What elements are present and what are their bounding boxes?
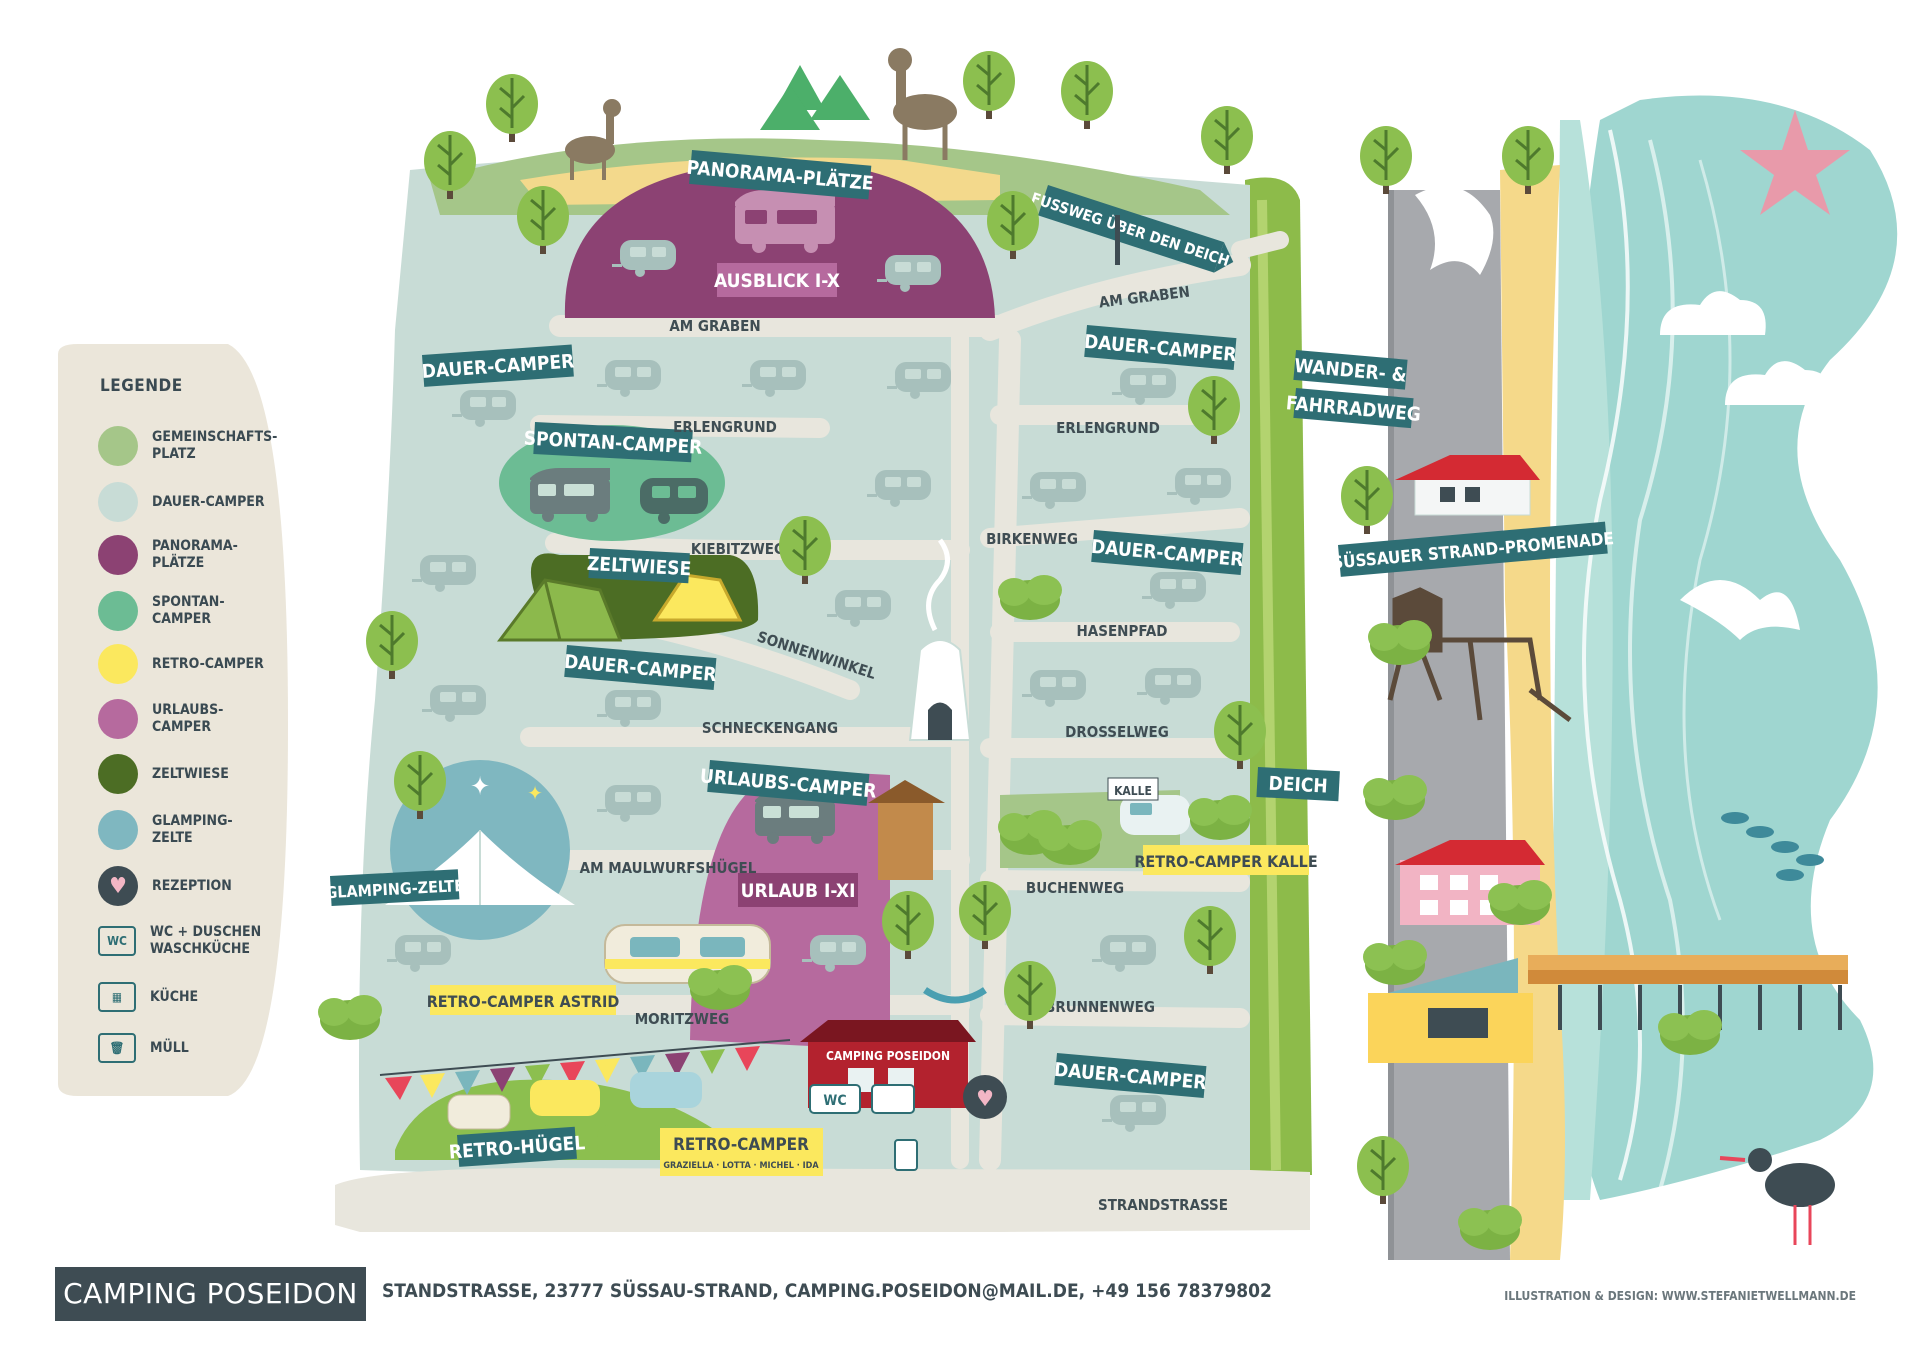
retro-camper-label: RETRO-CAMPER: [673, 1135, 809, 1155]
legend-swatch: [98, 754, 138, 794]
street-buchenweg: BUCHENWEG: [1026, 879, 1124, 897]
seagull-icon: [1680, 580, 1800, 640]
street-erlengrund-2: ERLENGRUND: [1056, 419, 1160, 437]
urlaub-label: URLAUB I-XI: [741, 880, 856, 902]
fish-icon: [1721, 812, 1824, 881]
wc-icon: [809, 1084, 861, 1114]
trash-icon: 🗑: [98, 1033, 136, 1063]
strandstrasse-road: [335, 1168, 1310, 1232]
retro-kalle-label: RETRO-CAMPER KALLE: [1134, 852, 1317, 871]
deich-ribbon: DEICH: [1268, 773, 1328, 798]
retro-caravan-astrid: [604, 924, 771, 984]
legend-label: RETRO-CAMPER: [152, 655, 264, 672]
fireplace-icon: [908, 538, 972, 741]
legend-label: SPONTAN-CAMPER: [152, 594, 225, 627]
kitchen-icon: [871, 1084, 915, 1114]
credit-text: ILLUSTRATION & DESIGN: WWW.STEFANIETWELL…: [1504, 1289, 1856, 1303]
legend-swatch: [98, 482, 138, 522]
ausblick-label: AUSBLICK I-X: [714, 270, 840, 292]
sparkle-icon: ✦: [470, 772, 490, 802]
tent-icon: [652, 573, 743, 622]
restaurant-icon: [1368, 958, 1533, 1063]
legend-title: LEGENDE: [100, 376, 183, 396]
legend: LEGENDE GEMEINSCHAFTS-PLATZ DAUER-CAMPER P…: [58, 344, 288, 1096]
address-text: STANDSTRASSE, 23777 SÜSSAU-STRAND, CAMPI…: [382, 1280, 1272, 1302]
street-hasenpfad: HASENPFAD: [1076, 622, 1167, 640]
street-drosselweg: DROSSELWEG: [1065, 723, 1169, 741]
street-kiebitzweg: KIEBITZWEG: [691, 540, 785, 558]
legend-item: ▦ KÜCHE: [98, 982, 270, 1012]
legend-item: SPONTAN-CAMPER: [98, 591, 272, 631]
cloud-icon: [1725, 361, 1831, 405]
cloud-icon: [1660, 291, 1766, 335]
legend-label: KÜCHE: [150, 988, 199, 1005]
legend-label: URLAUBS-CAMPER: [152, 702, 224, 735]
legend-label: MÜLL: [150, 1039, 189, 1056]
tent-icon: [497, 578, 623, 642]
legend-label: ZELTWIESE: [152, 765, 229, 782]
street-am-graben-1: AM GRABEN: [669, 317, 760, 335]
retro-caravan-kalle: [1120, 795, 1190, 835]
legend-label: REZEPTION: [152, 877, 232, 894]
legend-item: RETRO-CAMPER: [98, 644, 272, 684]
bunting: [385, 1046, 760, 1100]
pine-tree-icon: [760, 65, 870, 130]
wc-icon: WC: [98, 926, 136, 956]
legend-swatch: [98, 810, 138, 850]
legend-label: WC + DUSCHEN WASCHKÜCHE: [150, 924, 262, 957]
kalle-sign: KALLE: [1114, 784, 1152, 798]
camper-icon: [530, 468, 610, 522]
legend-label: GLAMPING-ZELTE: [152, 813, 233, 846]
street-moritzweg: MORITZWEG: [635, 1010, 730, 1028]
legend-item: GLAMPING-ZELTE: [98, 810, 272, 850]
legend-item: DAUER-CAMPER: [98, 482, 272, 522]
legend-label: GEMEINSCHAFTS-PLATZ: [152, 429, 278, 462]
sparkle-icon: ✦: [527, 781, 542, 805]
brand-logo: CAMPING POSEIDON: [55, 1267, 366, 1321]
legend-item: WC WC + DUSCHEN WASCHKÜCHE: [98, 924, 270, 958]
legend-item: 🗑 MÜLL: [98, 1033, 270, 1063]
legend-item: GEMEINSCHAFTS-PLATZ: [98, 426, 278, 466]
svg-text:WC: WC: [823, 1093, 846, 1109]
pier: [1528, 955, 1848, 1030]
seagull-icon: [1415, 186, 1494, 275]
sea: [1566, 95, 1898, 1201]
legend-item: ♥ REZEPTION: [98, 866, 272, 906]
trash-icon: [894, 1139, 918, 1171]
camper-icon: [735, 190, 835, 253]
street-strandstrasse: STRANDSTRASSE: [1098, 1196, 1228, 1214]
starfish-icon: [1740, 110, 1850, 215]
street-brunnenweg: BRUNNENWEG: [1045, 998, 1155, 1016]
street-birkenweg: BIRKENWEG: [986, 530, 1078, 548]
camping-sign: CAMPING POSEIDON: [826, 1049, 950, 1063]
legend-swatch: [98, 699, 138, 739]
hut-icon: [878, 800, 933, 880]
street-maulwurf: AM MAULWURFSHÜGEL: [580, 858, 757, 877]
legend-item: URLAUBS-CAMPER: [98, 699, 272, 739]
legend-label: DAUER-CAMPER: [152, 493, 265, 510]
hammock-icon: [923, 987, 987, 1004]
legend-item: ZELTWIESE: [98, 754, 272, 794]
legend-swatch: [98, 426, 138, 466]
zeltwiese-ribbon: ZELTWIESE: [586, 553, 691, 580]
legend-swatch: [98, 535, 138, 575]
reception-marker[interactable]: [963, 1075, 1007, 1119]
legend-swatch: [98, 591, 138, 631]
street-schneckengang: SCHNECKENGANG: [702, 719, 838, 737]
retro-names-label: GRAZIELLA · LOTTA · MICHEL · IDA: [663, 1161, 819, 1171]
heart-icon: ♥: [976, 1087, 994, 1112]
promenade-path: [1390, 190, 1510, 1260]
retro-astrid-label: RETRO-CAMPER ASTRID: [427, 992, 620, 1011]
deer-icon: [565, 48, 957, 180]
caravan-icon: [640, 478, 708, 524]
kitchen-icon: ▦: [98, 982, 136, 1012]
heart-icon: ♥: [98, 866, 138, 906]
bird-icon: [1719, 1148, 1835, 1245]
beach-house-icon: [1395, 455, 1540, 516]
legend-swatch: [98, 644, 138, 684]
legend-label: PANORAMA-PLÄTZE: [152, 538, 238, 571]
street-erlengrund-1: ERLENGRUND: [673, 418, 777, 436]
legend-item: PANORAMA-PLÄTZE: [98, 535, 272, 575]
